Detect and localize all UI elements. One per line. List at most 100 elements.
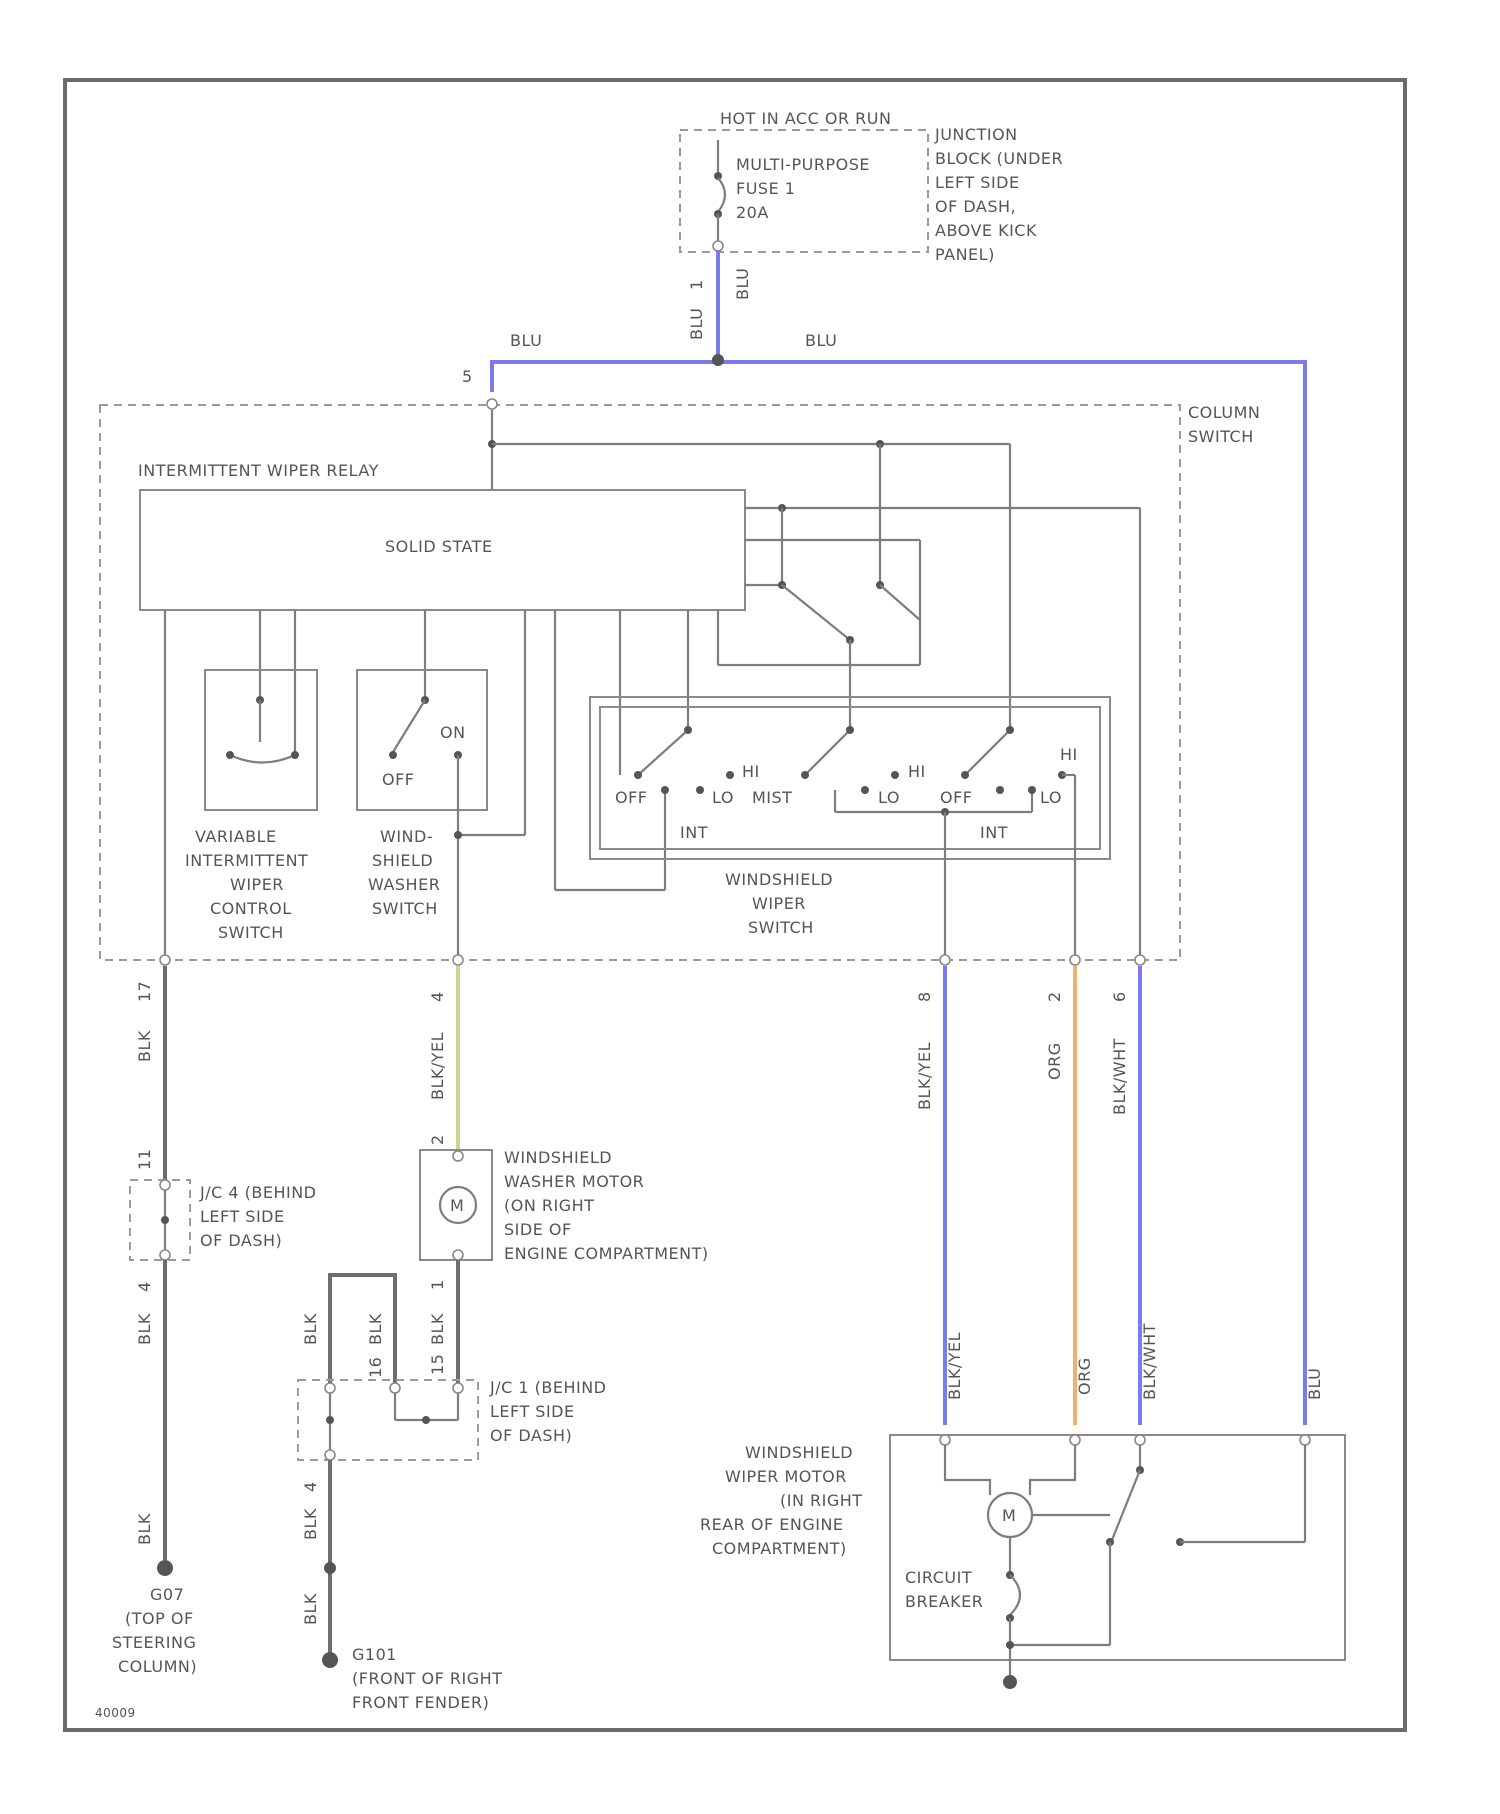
washer-switch-box [357,670,487,810]
g101-label-1: G101 [352,1645,397,1664]
washer-motor-label-1: WINDSHIELD [504,1148,612,1167]
wire-blk-5-label: BLK [135,1513,154,1545]
washer-switch-label-3: WASHER [368,875,440,894]
jc4-outline [130,1180,190,1260]
ws-int-1-contact [661,786,669,794]
var-switch-label-5: SWITCH [218,923,284,942]
circuit-breaker-label-2: BREAKER [905,1592,983,1611]
ws-int-3-contact [996,786,1004,794]
washer-motor-label-3: (ON RIGHT [504,1196,594,1215]
wiper-motor-label-3: (IN RIGHT [780,1491,863,1510]
washer-off-contact [389,751,397,759]
washer-motor-pin-2: 1 [428,1279,447,1290]
g101-splice [324,1562,336,1574]
solid-state-label: SOLID STATE [385,537,493,556]
junction-label-1: JUNCTION [934,125,1018,144]
blu-bus-wire [492,362,1305,1425]
pin-17-label: 17 [135,981,154,1002]
jc4-bottom-pin [160,1250,170,1260]
jc4-splice [161,1216,169,1224]
wm-pin-1 [940,1435,950,1445]
wiper-motor-label-4: REAR OF ENGINE [700,1515,844,1534]
ws-int-3-label: INT [980,823,1008,842]
washer-off-label: OFF [382,770,415,789]
wiper-switch-label-2: WIPER [752,894,806,913]
ws-arm-3 [965,730,1010,775]
fuse-wire-color-left: BLU [687,308,706,340]
park-switch-arm [782,585,850,640]
g07-label-1: G07 [150,1585,184,1604]
pin-4-lower-label: 4 [301,1481,320,1492]
wire-blk-loop [330,1275,395,1385]
g101-label-3: FRONT FENDER) [352,1693,489,1712]
ws-pivot-1 [684,726,692,734]
park-contact-b-wire [880,585,920,620]
jc1-pin-c [453,1383,463,1393]
column-switch-label-1: COLUMN [1188,403,1260,422]
ws-int-1-label: INT [680,823,708,842]
wire-blk-wht-label: BLK/WHT [1110,1038,1129,1115]
wm-internal-1 [945,1445,990,1495]
fuse-label-1: MULTI-PURPOSE [736,155,870,174]
jc4-label-3: OF DASH) [200,1231,282,1250]
ws-lo-1-label: LO [712,788,734,807]
var-switch-end-b [291,751,299,759]
ws-pivot-3 [1006,726,1014,734]
jc4-pin-bottom: 4 [135,1281,154,1292]
blu-right-label: BLU [805,331,837,350]
relay-title: INTERMITTENT WIPER RELAY [138,461,379,480]
wire-blk-yel-2-label: BLK/YEL [915,1042,934,1110]
jc4-label-1: J/C 4 (BEHIND [199,1183,317,1202]
var-switch-label-1: VARIABLE [195,827,277,846]
col-pin-6 [1135,955,1145,965]
ws-hi-2-contact [891,771,899,779]
washer-motor-label-5: ENGINE COMPARTMENT) [504,1244,709,1263]
fuse-label-2: FUSE 1 [736,179,795,198]
col-pin-8 [940,955,950,965]
washer-switch-arm [393,700,425,752]
ws-off-3-contact [961,771,969,779]
var-switch-label-2: INTERMITTENT [185,851,308,870]
circuit-breaker-label-1: CIRCUIT [905,1568,972,1587]
jc4-top-pin [160,1180,170,1190]
pin-4-upper-label: 4 [428,991,447,1002]
fuse-wire-pin: 1 [687,279,706,290]
wm-park-arm [1112,1470,1140,1540]
var-switch-resistor [230,755,295,763]
ws-mist-label: MIST [752,788,792,807]
ws-arm-2 [805,730,850,775]
blu-left-label: BLU [510,331,542,350]
ws-hi-1-label: HI [742,762,760,781]
wire-blk-3-label: BLK [301,1508,320,1540]
col-pin-4 [453,955,463,965]
pin-2-upper-label: 2 [1045,991,1064,1002]
wire-blk-1-label: BLK [135,1030,154,1062]
var-switch-end-a [226,751,234,759]
g101-label-2: (FRONT OF RIGHT [352,1669,502,1688]
ws-lo-2-label: LO [878,788,900,807]
var-switch-label-4: CONTROL [210,899,292,918]
junction-label-5: ABOVE KICK [935,221,1037,240]
wm-internal-2 [1030,1445,1075,1495]
g07-label-2: (TOP OF [125,1609,194,1628]
ground-g101-symbol [322,1652,338,1668]
pin-16-label: 16 [366,1357,385,1378]
ws-pivot-2 [846,726,854,734]
pin-15-label: 15 [428,1354,447,1375]
var-switch-label-3: WIPER [230,875,284,894]
jc1-splice [326,1416,334,1424]
washer-on-label: ON [440,723,466,742]
wire-blk-loop-left-label: BLK [301,1313,320,1345]
jc4-label-2: LEFT SIDE [200,1207,285,1226]
wm-ground-splice [1006,1641,1014,1649]
column-switch-top-pin [487,399,497,409]
wm-wire-4-label: BLU [1305,1368,1324,1400]
jc1-pin-a [325,1383,335,1393]
junction-label-3: LEFT SIDE [935,173,1020,192]
g07-label-3: STEERING [112,1633,196,1652]
ws-hi-1-contact [726,771,734,779]
column-switch-label-2: SWITCH [1188,427,1254,446]
washer-motor-m: M [450,1196,464,1215]
jc1-inner-splice [422,1416,430,1424]
wire-blk-loop-mid-label: BLK [366,1313,385,1345]
